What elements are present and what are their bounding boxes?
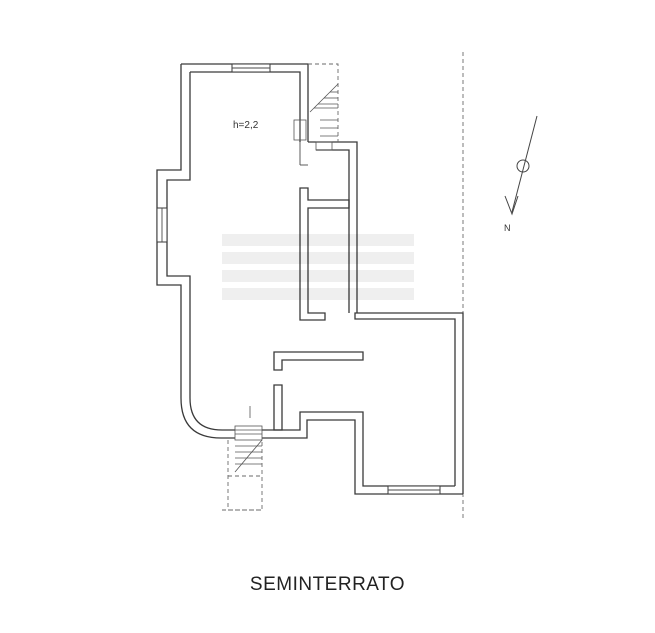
north-arrow-icon (504, 115, 538, 216)
north-label: N (504, 223, 511, 233)
interior-walls (273, 142, 364, 431)
height-annotation: h=2,2 (233, 120, 259, 131)
window-left (156, 207, 168, 243)
lower-staircase (222, 406, 263, 511)
watermark (222, 234, 414, 300)
window-bottom-right (387, 485, 441, 495)
window-top (231, 63, 271, 73)
upper-staircase (293, 63, 339, 151)
plan-title: SEMINTERRATO (249, 574, 406, 595)
